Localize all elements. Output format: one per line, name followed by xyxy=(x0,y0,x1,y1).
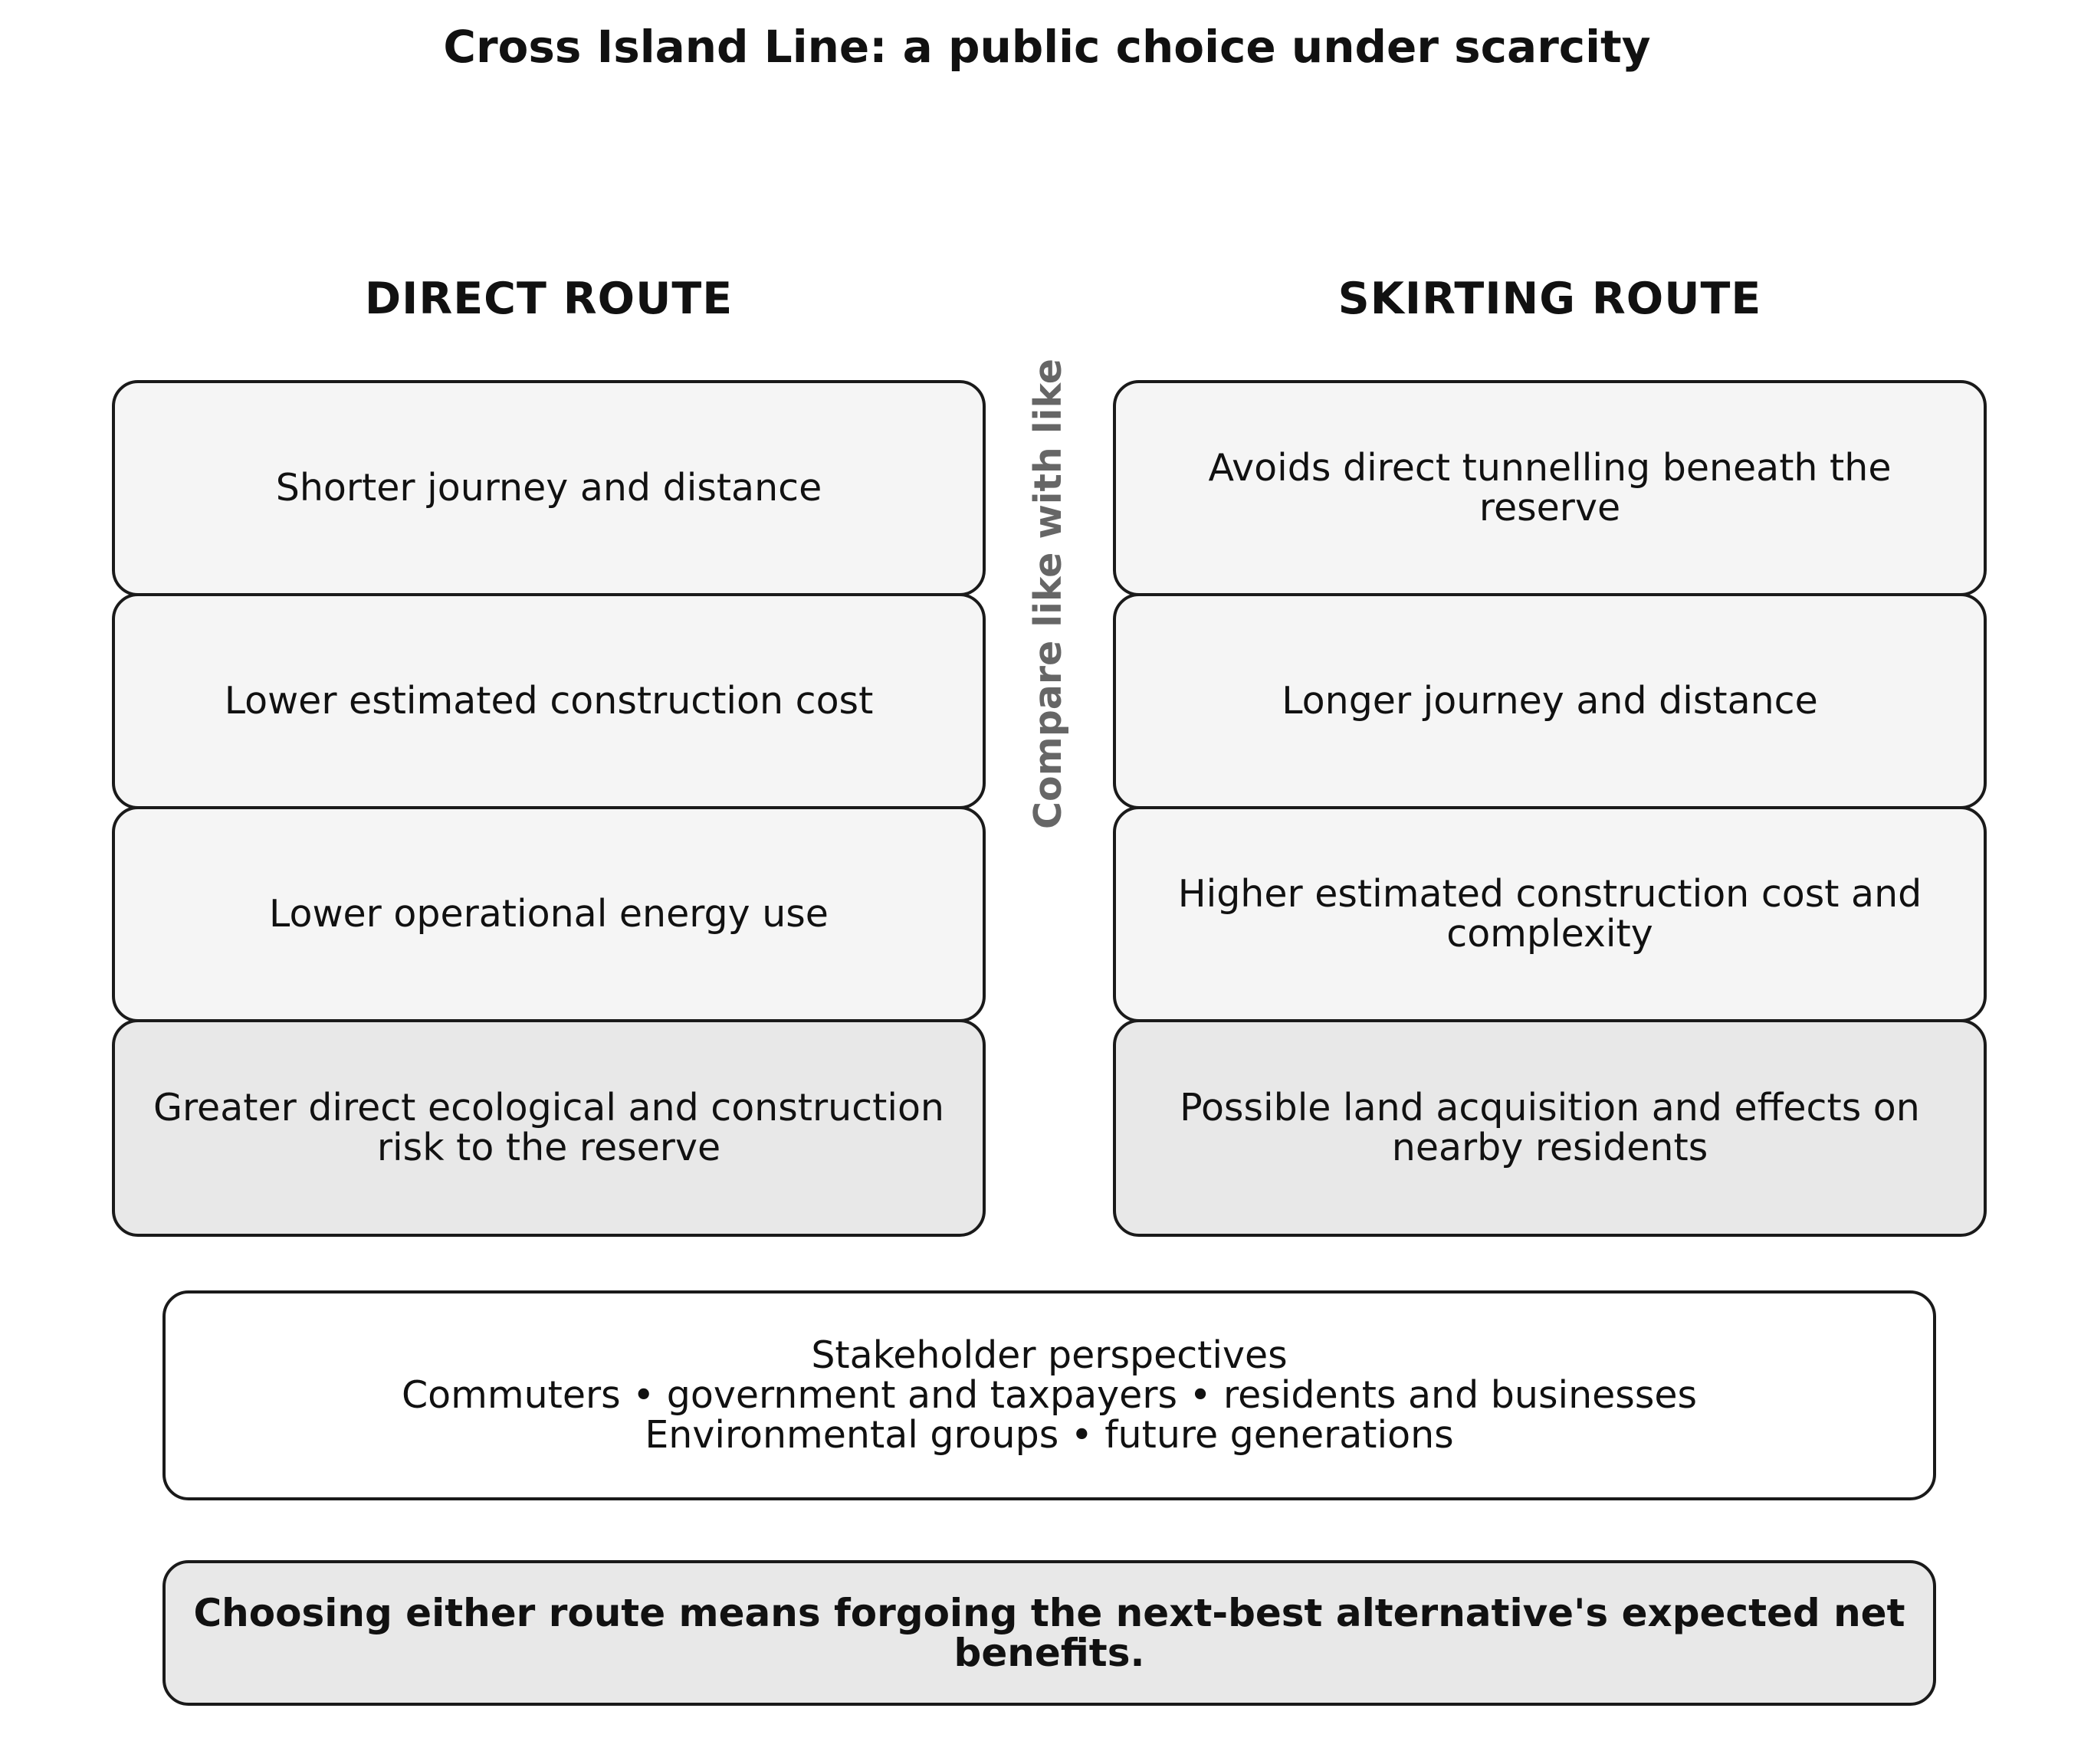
stakeholder-heading: Stakeholder perspectives xyxy=(811,1333,1288,1377)
stakeholder-list-line-2: Environmental groups • future generation… xyxy=(645,1413,1454,1457)
stakeholder-perspectives-panel: Stakeholder perspectives Commuters • gov… xyxy=(162,1290,1936,1500)
skirting-route-card-text: Higher estimated construction cost and c… xyxy=(1177,872,1922,956)
direct-route-card-text: Lower estimated construction cost xyxy=(224,679,874,723)
skirting-route-card: Longer journey and distance xyxy=(1113,593,1987,809)
direct-route-risk-card: Greater direct ecological and constructi… xyxy=(112,1019,986,1237)
compare-like-with-like-label: Compare like with like xyxy=(1026,359,1070,829)
skirting-route-heading: SKIRTING ROUTE xyxy=(1337,274,1762,324)
skirting-route-card-text: Possible land acquisition and effects on… xyxy=(1180,1086,1920,1169)
direct-route-card: Lower operational energy use xyxy=(112,806,986,1022)
skirting-route-card-text: Longer journey and distance xyxy=(1282,679,1818,723)
conclusion-text: Choosing either route means forgoing the… xyxy=(193,1591,1905,1675)
direct-route-card-text: Lower operational energy use xyxy=(269,892,829,936)
skirting-route-card-text: Avoids direct tunnelling beneath the res… xyxy=(1208,446,1892,530)
direct-route-heading: DIRECT ROUTE xyxy=(364,274,734,324)
skirting-route-card: Avoids direct tunnelling beneath the res… xyxy=(1113,380,1987,596)
skirting-route-card: Higher estimated construction cost and c… xyxy=(1113,806,1987,1022)
diagram-title: Cross Island Line: a public choice under… xyxy=(443,21,1651,73)
stakeholder-list-line-1: Commuters • government and taxpayers • r… xyxy=(401,1373,1698,1417)
direct-route-card: Shorter journey and distance xyxy=(112,380,986,596)
opportunity-cost-conclusion: Choosing either route means forgoing the… xyxy=(162,1560,1936,1706)
direct-route-card-text: Shorter journey and distance xyxy=(275,466,822,510)
direct-route-card-text: Greater direct ecological and constructi… xyxy=(153,1086,944,1169)
skirting-route-risk-card: Possible land acquisition and effects on… xyxy=(1113,1019,1987,1237)
direct-route-card: Lower estimated construction cost xyxy=(112,593,986,809)
